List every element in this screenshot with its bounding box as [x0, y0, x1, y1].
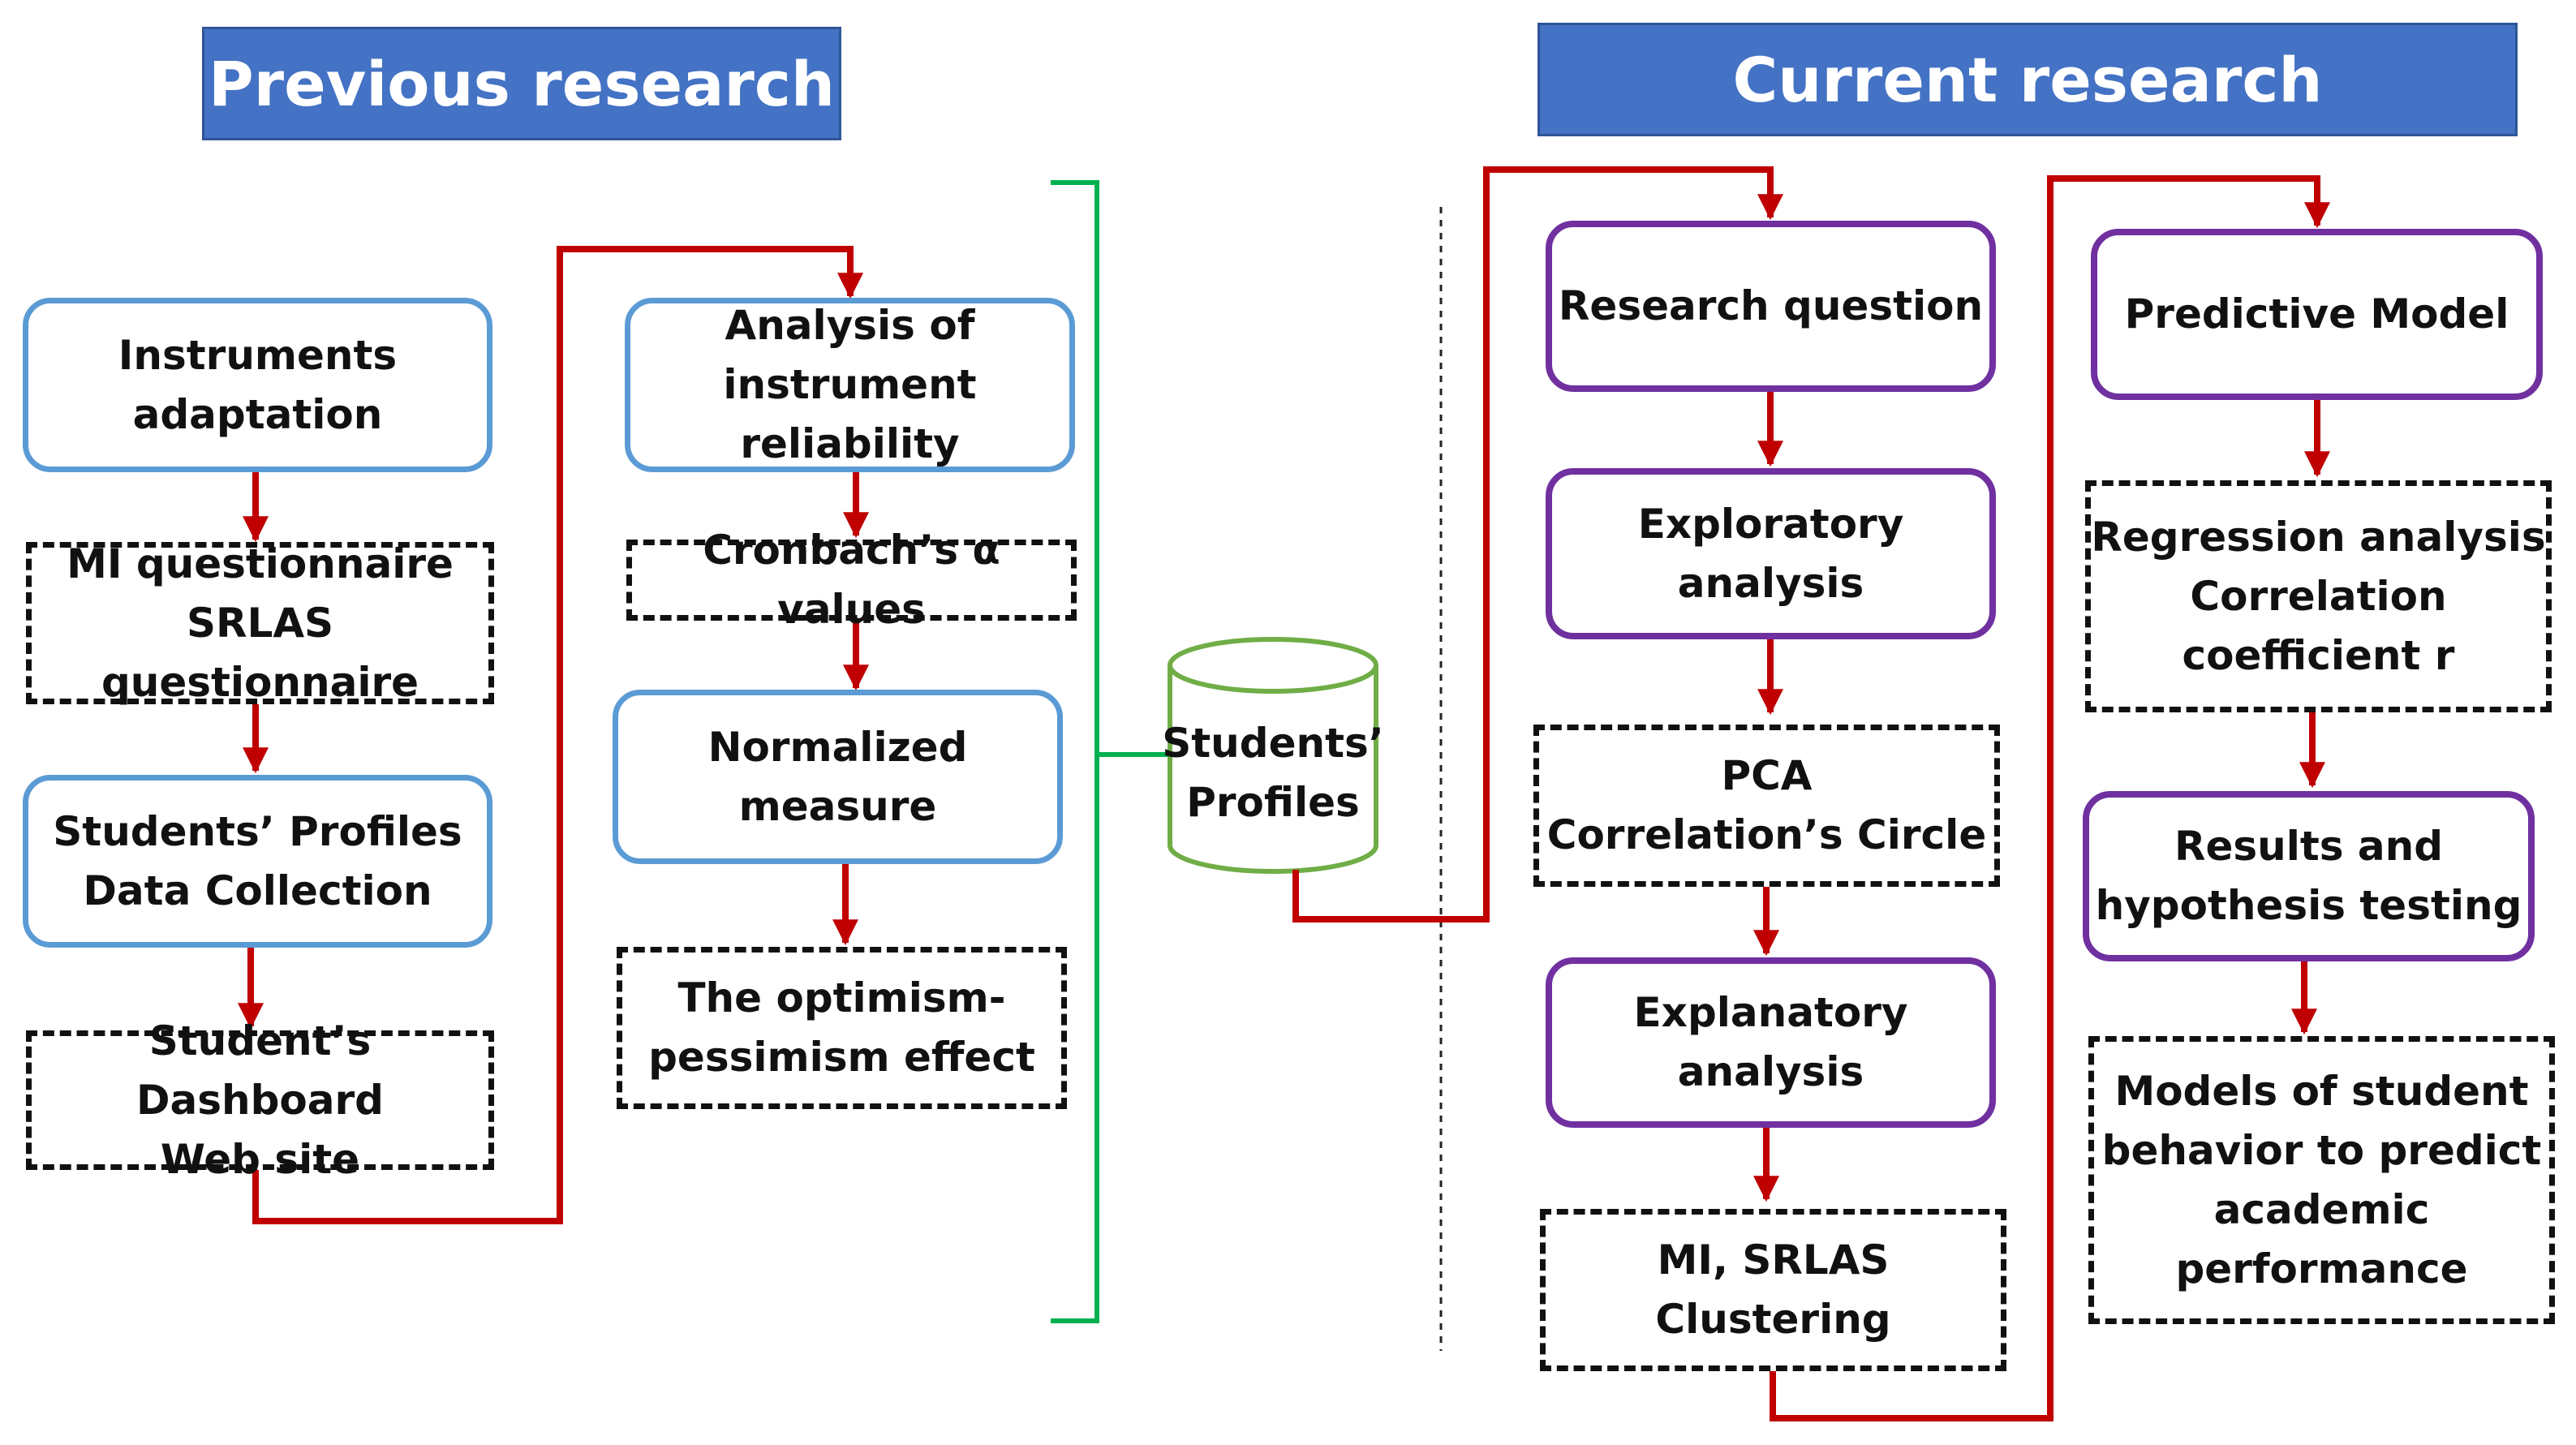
connector-database-to-question: [1292, 166, 1783, 922]
research-question-box: Research question: [1546, 221, 1996, 392]
regression-analysis-box: Regression analysis Correlation coeffici…: [2085, 480, 2552, 712]
grouping-bracket: [1051, 180, 1168, 1323]
students-profiles-label: Students’ Profiles: [1162, 719, 1384, 826]
questionnaires-box: MI questionnaire SRLAS questionnaire: [26, 540, 494, 706]
student-dashboard-box: Student’s Dashboard Web site: [26, 1017, 494, 1183]
connector-clustering-to-predictive: [1770, 175, 2330, 1421]
optimism-pessimism-box: The optimism- pessimism effect: [617, 947, 1067, 1109]
students-profiles-database: [1168, 637, 1378, 874]
mi-srlas-clustering-box: MI, SRLAS Clustering: [1540, 1209, 2006, 1371]
student-behavior-models-box: Models of student behavior to predict ac…: [2088, 1036, 2555, 1324]
predictive-model-box: Predictive Model: [2091, 229, 2543, 400]
profiles-data-collection-box: Students’ Profiles Data Collection: [23, 775, 492, 948]
current-research-banner: Current research: [1537, 23, 2518, 136]
instrument-reliability-box: Analysis of instrument reliability: [625, 298, 1075, 472]
connector-dashboard-to-reliability: [252, 246, 863, 1224]
instruments-adaptation-box: Instruments adaptation: [23, 298, 492, 472]
pca-correlation-circle-box: PCA Correlation’s Circle: [1533, 725, 2000, 887]
explanatory-analysis-box: Explanatory analysis: [1546, 957, 1996, 1128]
results-hypothesis-box: Results and hypothesis testing: [2083, 791, 2535, 961]
normalized-measure-box: Normalized measure: [613, 690, 1063, 864]
cronbach-alpha-box: Cronbach’s α values: [626, 527, 1077, 633]
previous-research-banner: Previous research: [202, 27, 841, 140]
exploratory-analysis-box: Exploratory analysis: [1546, 468, 1996, 639]
